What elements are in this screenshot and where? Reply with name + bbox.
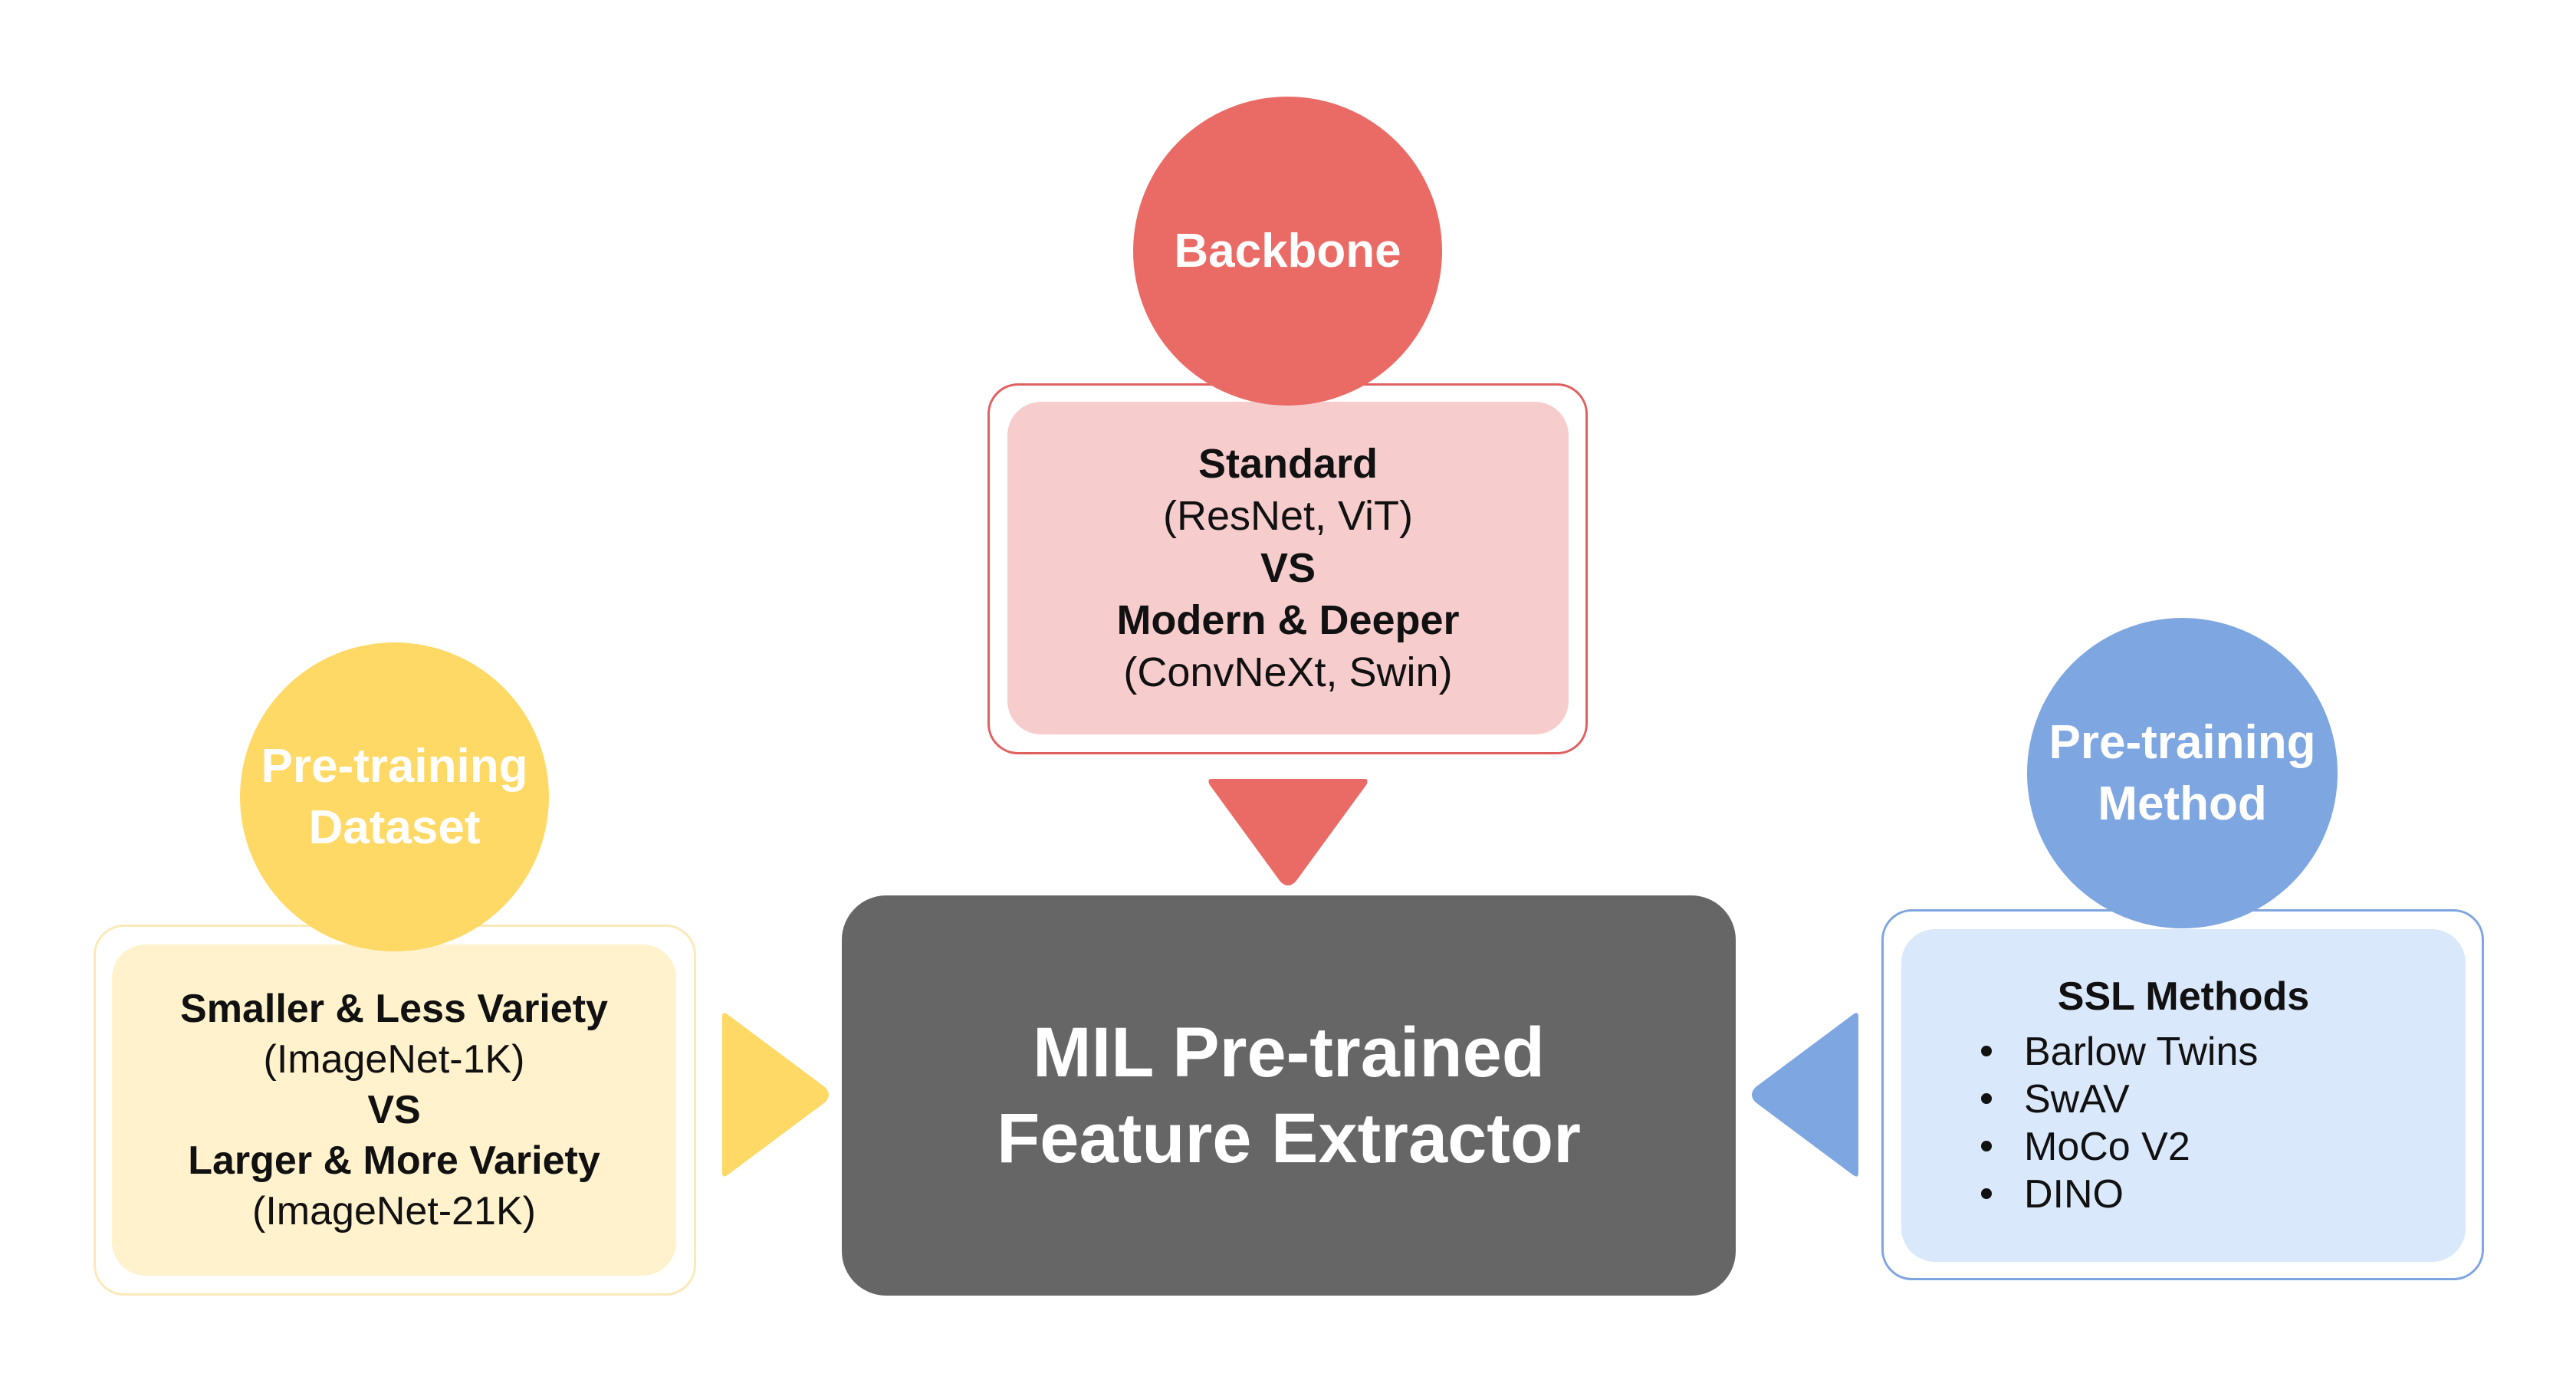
backbone-circle: Backbone (1133, 97, 1442, 406)
triangle-down-icon (1208, 779, 1368, 885)
list-item: SwAV (1981, 1076, 2258, 1123)
feature-extractor-box: MIL Pre-trained Feature Extractor (842, 895, 1736, 1296)
center-title-line2: Feature Extractor (997, 1099, 1581, 1178)
backbone-option-b-title: Modern & Deeper (1116, 597, 1460, 643)
list-item: Barlow Twins (1981, 1028, 2259, 1076)
backbone-vs-label: VS (1260, 545, 1316, 591)
list-item: DINO (1981, 1171, 2258, 1218)
method-circle-line1: Pre-training (2049, 715, 2316, 769)
method-item-label: DINO (2024, 1172, 2124, 1217)
dataset-circle-line2: Dataset (308, 800, 481, 854)
backbone-option-a-examples: (ResNet, ViT) (1162, 493, 1414, 539)
method-circle: Pre-training Method (2027, 618, 2338, 928)
dataset-circle: Pre-training Dataset (240, 642, 549, 951)
method-circle-line2: Method (2098, 777, 2267, 830)
dataset-option-a-examples: (ImageNet-1K) (263, 1037, 525, 1082)
center-title-line1: MIL Pre-trained (1033, 1013, 1545, 1092)
backbone-options-box: Standard (ResNet, ViT) VS Modern & Deepe… (1007, 402, 1569, 734)
list-item: MoCo V2 (1981, 1123, 2258, 1171)
method-item-label: MoCo V2 (2024, 1125, 2190, 1169)
method-list: Barlow Twins SwAV MoCo V2 DINO (1981, 1028, 2259, 1218)
dataset-option-b-examples: (ImageNet-21K) (252, 1189, 536, 1234)
backbone-option-b-examples: (ConvNeXt, Swin) (1123, 649, 1453, 695)
triangle-right-icon (722, 1013, 829, 1177)
dataset-option-a-title: Smaller & Less Variety (180, 987, 608, 1031)
bullet-dot-icon (1981, 1141, 1992, 1151)
bullet-dot-icon (1981, 1093, 1992, 1104)
triangle-left-icon (1752, 1013, 1858, 1177)
bullet-dot-icon (1981, 1046, 1992, 1056)
method-title: SSL Methods (2057, 974, 2310, 1019)
bullet-dot-icon (1981, 1188, 1992, 1199)
backbone-circle-label: Backbone (1174, 225, 1401, 278)
backbone-option-a-title: Standard (1198, 441, 1378, 487)
dataset-circle-line1: Pre-training (261, 739, 528, 793)
method-item-label: SwAV (2024, 1077, 2130, 1122)
method-options-box: SSL Methods Barlow Twins SwAV MoCo V2 DI… (1901, 929, 2466, 1262)
dataset-option-b-title: Larger & More Variety (188, 1138, 600, 1183)
dataset-options-box: Smaller & Less Variety (ImageNet-1K) VS … (112, 944, 676, 1276)
method-item-label: Barlow Twins (2024, 1030, 2259, 1074)
dataset-vs-label: VS (367, 1088, 421, 1132)
